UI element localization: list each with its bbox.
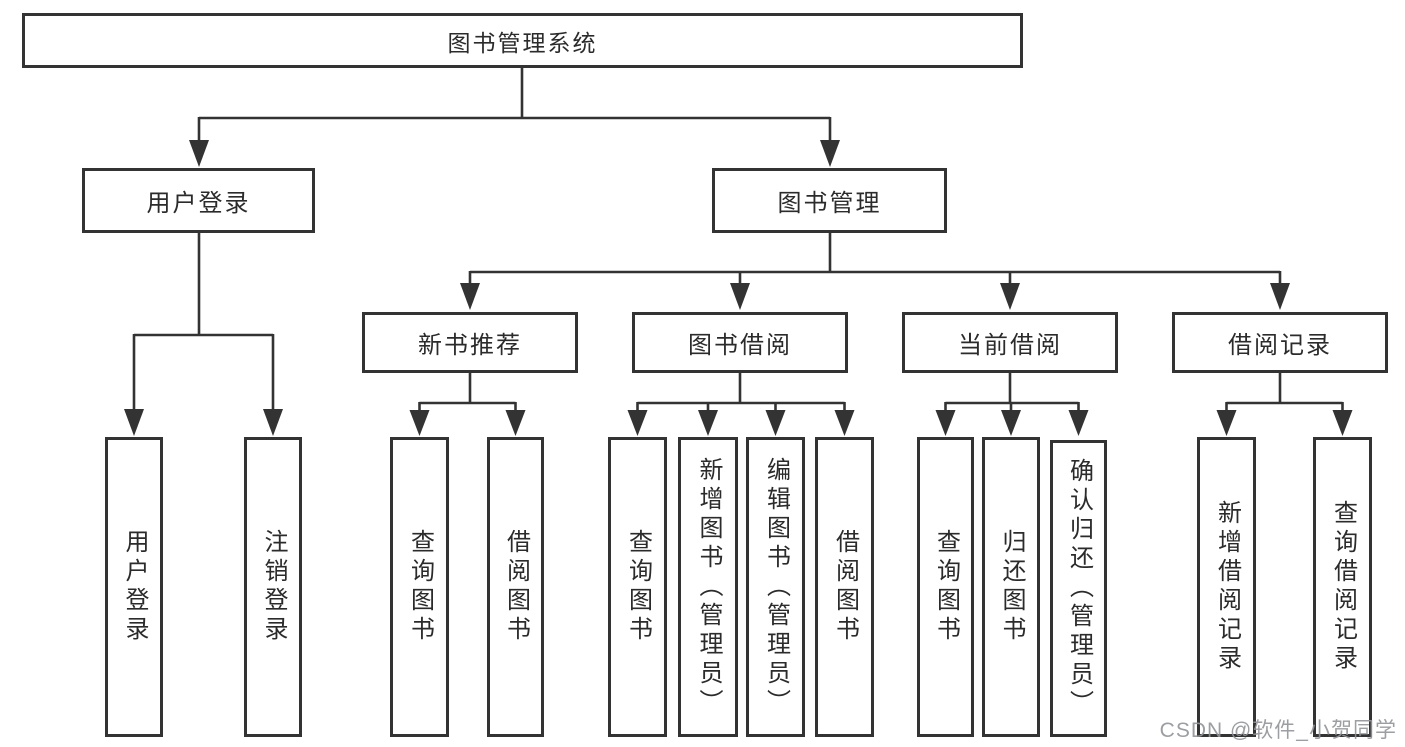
- node-leaf-cb-return-books: 归还图书: [982, 437, 1040, 737]
- node-leaf-bb-edit-books-label: 编辑图书（管理员）: [762, 456, 790, 718]
- node-book-borrow-label: 图书借阅: [688, 332, 792, 359]
- node-user-login: 用户登录: [82, 168, 315, 233]
- node-leaf-bb-borrow-books: 借阅图书: [815, 437, 874, 737]
- node-leaf-nb-query-books: 查询图书: [390, 437, 449, 737]
- node-leaf-cb-query-books: 查询图书: [917, 437, 974, 737]
- node-leaf-logout: 注销登录: [244, 437, 302, 737]
- edge-book-borrow-to-leaves: [627, 373, 855, 436]
- node-leaf-bb-borrow-books-label: 借阅图书: [831, 529, 859, 645]
- node-book-borrow: 图书借阅: [632, 312, 848, 373]
- node-new-book-recommend: 新书推荐: [362, 312, 578, 373]
- node-leaf-cb-confirm-return-label: 确认归还（管理员）: [1065, 458, 1093, 719]
- edge-new-book-to-leaves: [409, 373, 526, 436]
- csdn-watermark: CSDN @软件_小贺同学: [1159, 719, 1397, 742]
- node-leaf-nb-query-books-label: 查询图书: [406, 529, 434, 645]
- node-leaf-nb-borrow-books: 借阅图书: [487, 437, 544, 737]
- node-root: 图书管理系统: [22, 13, 1023, 68]
- edge-book-management-to-level3: [460, 233, 1290, 310]
- edge-user-login-to-leaves: [124, 233, 283, 436]
- node-leaf-user-login-label: 用户登录: [121, 529, 148, 645]
- node-leaf-cb-confirm-return: 确认归还（管理员）: [1050, 440, 1107, 737]
- node-book-management-label: 图书管理: [777, 190, 882, 217]
- node-leaf-user-login: 用户登录: [105, 437, 163, 737]
- node-leaf-nb-borrow-books-label: 借阅图书: [502, 529, 530, 645]
- edge-root-to-level2: [189, 67, 840, 167]
- node-book-management: 图书管理: [712, 168, 947, 233]
- node-leaf-cb-query-books-label: 查询图书: [932, 529, 960, 645]
- node-borrow-records-label: 借阅记录: [1228, 332, 1332, 359]
- node-user-login-label: 用户登录: [146, 190, 251, 217]
- node-leaf-bb-query-books-label: 查询图书: [624, 529, 652, 645]
- node-leaf-br-query-record: 查询借阅记录: [1313, 437, 1372, 737]
- node-leaf-bb-add-books: 新增图书（管理员）: [678, 437, 738, 737]
- node-leaf-logout-label: 注销登录: [260, 529, 287, 645]
- edge-current-borrow-to-leaves: [935, 373, 1089, 436]
- node-leaf-bb-query-books: 查询图书: [608, 437, 667, 737]
- node-leaf-br-query-record-label: 查询借阅记录: [1329, 500, 1357, 674]
- node-root-label: 图书管理系统: [447, 29, 598, 56]
- node-leaf-cb-return-books-label: 归还图书: [998, 529, 1025, 645]
- node-new-book-recommend-label: 新书推荐: [418, 332, 522, 359]
- node-leaf-br-add-record-label: 新增借阅记录: [1213, 500, 1241, 674]
- node-leaf-br-add-record: 新增借阅记录: [1197, 437, 1256, 737]
- node-leaf-bb-add-books-label: 新增图书（管理员）: [695, 456, 722, 718]
- node-leaf-bb-edit-books: 编辑图书（管理员）: [746, 437, 805, 737]
- node-current-borrow-label: 当前借阅: [958, 332, 1062, 359]
- node-borrow-records: 借阅记录: [1172, 312, 1388, 373]
- edge-borrow-records-to-leaves: [1216, 373, 1353, 436]
- node-current-borrow: 当前借阅: [902, 312, 1118, 373]
